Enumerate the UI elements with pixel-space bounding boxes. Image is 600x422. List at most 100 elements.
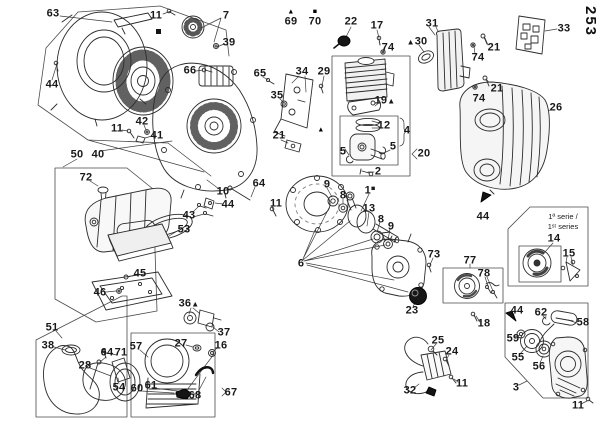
part-label-44: 44 (476, 210, 490, 223)
part-label-33: 33 (557, 22, 571, 35)
part-label-11: 11 (269, 197, 283, 210)
part-label-28: 28 (78, 359, 92, 372)
fastener-glyphs (53, 8, 594, 404)
triangle-marker: ▲ (191, 299, 200, 309)
part-label-31: 31 (425, 17, 439, 30)
clutch-drawing (454, 273, 500, 299)
part-label-39: 39 (222, 36, 236, 49)
part-label-65: 65 (253, 67, 267, 80)
air-cleaner-drawing (84, 186, 193, 311)
triangle-marker: ▲ (287, 8, 295, 16)
part-label-74: 74 (471, 51, 485, 64)
part-label-19: 19▲ (374, 94, 396, 107)
square-marker: ■ (370, 185, 376, 193)
flywheel-drawing (112, 46, 174, 116)
part-label-1: 1■ (364, 184, 376, 197)
crankcase-flywheel-side-drawing (285, 175, 349, 233)
part-label-36: 36▲ (178, 297, 200, 310)
part-label-67: 67 (224, 386, 238, 399)
part-label-72: 72 (79, 171, 93, 184)
crankcase-clutch-side-drawing (371, 231, 427, 305)
part-label-17: 17 (370, 19, 384, 32)
part-label-9: 9 (387, 220, 395, 233)
group-boxes (35, 5, 589, 418)
triangle-marker: ▲ (406, 37, 415, 47)
fan-guard-drawing (144, 338, 215, 409)
part-label-7: 7 (222, 9, 230, 22)
crankshaft-drawing (327, 191, 400, 249)
part-label-35: 35 (270, 89, 284, 102)
square-marker: ■ (312, 8, 318, 16)
part-label-46: 46 (93, 286, 107, 299)
part-label-24: 24 (445, 345, 459, 358)
part-label-21: 21 (487, 41, 501, 54)
part-label-42: 42 (135, 115, 149, 128)
part-label-4: 4 (403, 124, 411, 137)
part-label-25: 25 (431, 334, 445, 347)
part-label-8: 8 (339, 189, 347, 202)
triangle-marker: ▲ (387, 96, 396, 106)
part-label-27: 27 (174, 337, 188, 350)
first-series-clutch-drawing (522, 248, 581, 282)
part-label-44: 44 (221, 198, 235, 211)
part-label-22: 22 (344, 15, 358, 28)
part-label-70: 70 (308, 15, 322, 28)
part-label-12: 12 (377, 119, 391, 132)
piston-drawing (345, 117, 387, 177)
part-label-18: 18 (477, 317, 491, 330)
part-label-26: 26 (549, 101, 563, 114)
switch-parts-drawing (183, 309, 222, 357)
part-label-11: 11 (149, 9, 163, 22)
starter-assembly-drawing (505, 310, 588, 399)
part-label-43: 43 (182, 209, 196, 222)
part-label-62: 62 (534, 306, 548, 319)
part-label-2: 2 (374, 165, 382, 178)
part-label-20: 20 (417, 147, 431, 160)
part-label-68: 68 (188, 389, 202, 402)
part-label-16: 16 (214, 339, 228, 352)
part-label-77: 77 (463, 254, 477, 267)
first-series-note-line1: 1ª serie / (548, 212, 578, 221)
part-label-6: 6 (297, 257, 305, 270)
part-label-73: 73 (427, 248, 441, 261)
part-label-64: 64 (252, 177, 266, 190)
cylinder-drawing (333, 35, 395, 116)
mount-bracket-drawing (273, 73, 314, 153)
part-label-51: 51 (45, 321, 59, 334)
part-label-58: 58 (576, 316, 590, 329)
page-number: 253 (582, 6, 599, 38)
part-label-45: 45 (133, 267, 147, 280)
part-label-29: 29 (317, 65, 331, 78)
blower-backplate-drawing (152, 62, 258, 199)
part-label-44: 44 (45, 78, 59, 91)
part-label-40: 40 (91, 148, 105, 161)
part-label-74: 74 (381, 41, 395, 54)
heat-shield-drawing (515, 15, 546, 55)
part-label-32: 32 (403, 384, 417, 397)
engine-cover-drawing (459, 81, 550, 203)
blower-tube-drawing (43, 344, 141, 415)
part-label-9: 9 (323, 178, 331, 191)
part-label-23: 23 (405, 304, 419, 317)
part-label-66: 66 (183, 64, 197, 77)
part-label-53: 53 (177, 223, 191, 236)
part-label-71: 71 (114, 346, 128, 359)
part-label-64: 64 (100, 346, 114, 359)
part-label-21: 21 (490, 82, 504, 95)
part-label-78: 78 (477, 267, 491, 280)
part-label-30: ▲30 (406, 35, 428, 48)
part-label-63: 63 (46, 7, 60, 20)
part-label-60: 60 (130, 382, 144, 395)
part-label-13: 13 (362, 202, 376, 215)
part-label-11: 11 (571, 399, 585, 412)
part-label-10: 10 (216, 185, 230, 198)
part-label-21: 21 (272, 129, 286, 142)
muffler-drawing (418, 28, 471, 92)
triangle-marker: ▲ (317, 126, 325, 134)
part-label-69: 69 (284, 15, 298, 28)
part-label-15: 15 (562, 247, 576, 260)
part-label-11: 11 (110, 122, 124, 135)
part-label-50: 50 (70, 148, 84, 161)
